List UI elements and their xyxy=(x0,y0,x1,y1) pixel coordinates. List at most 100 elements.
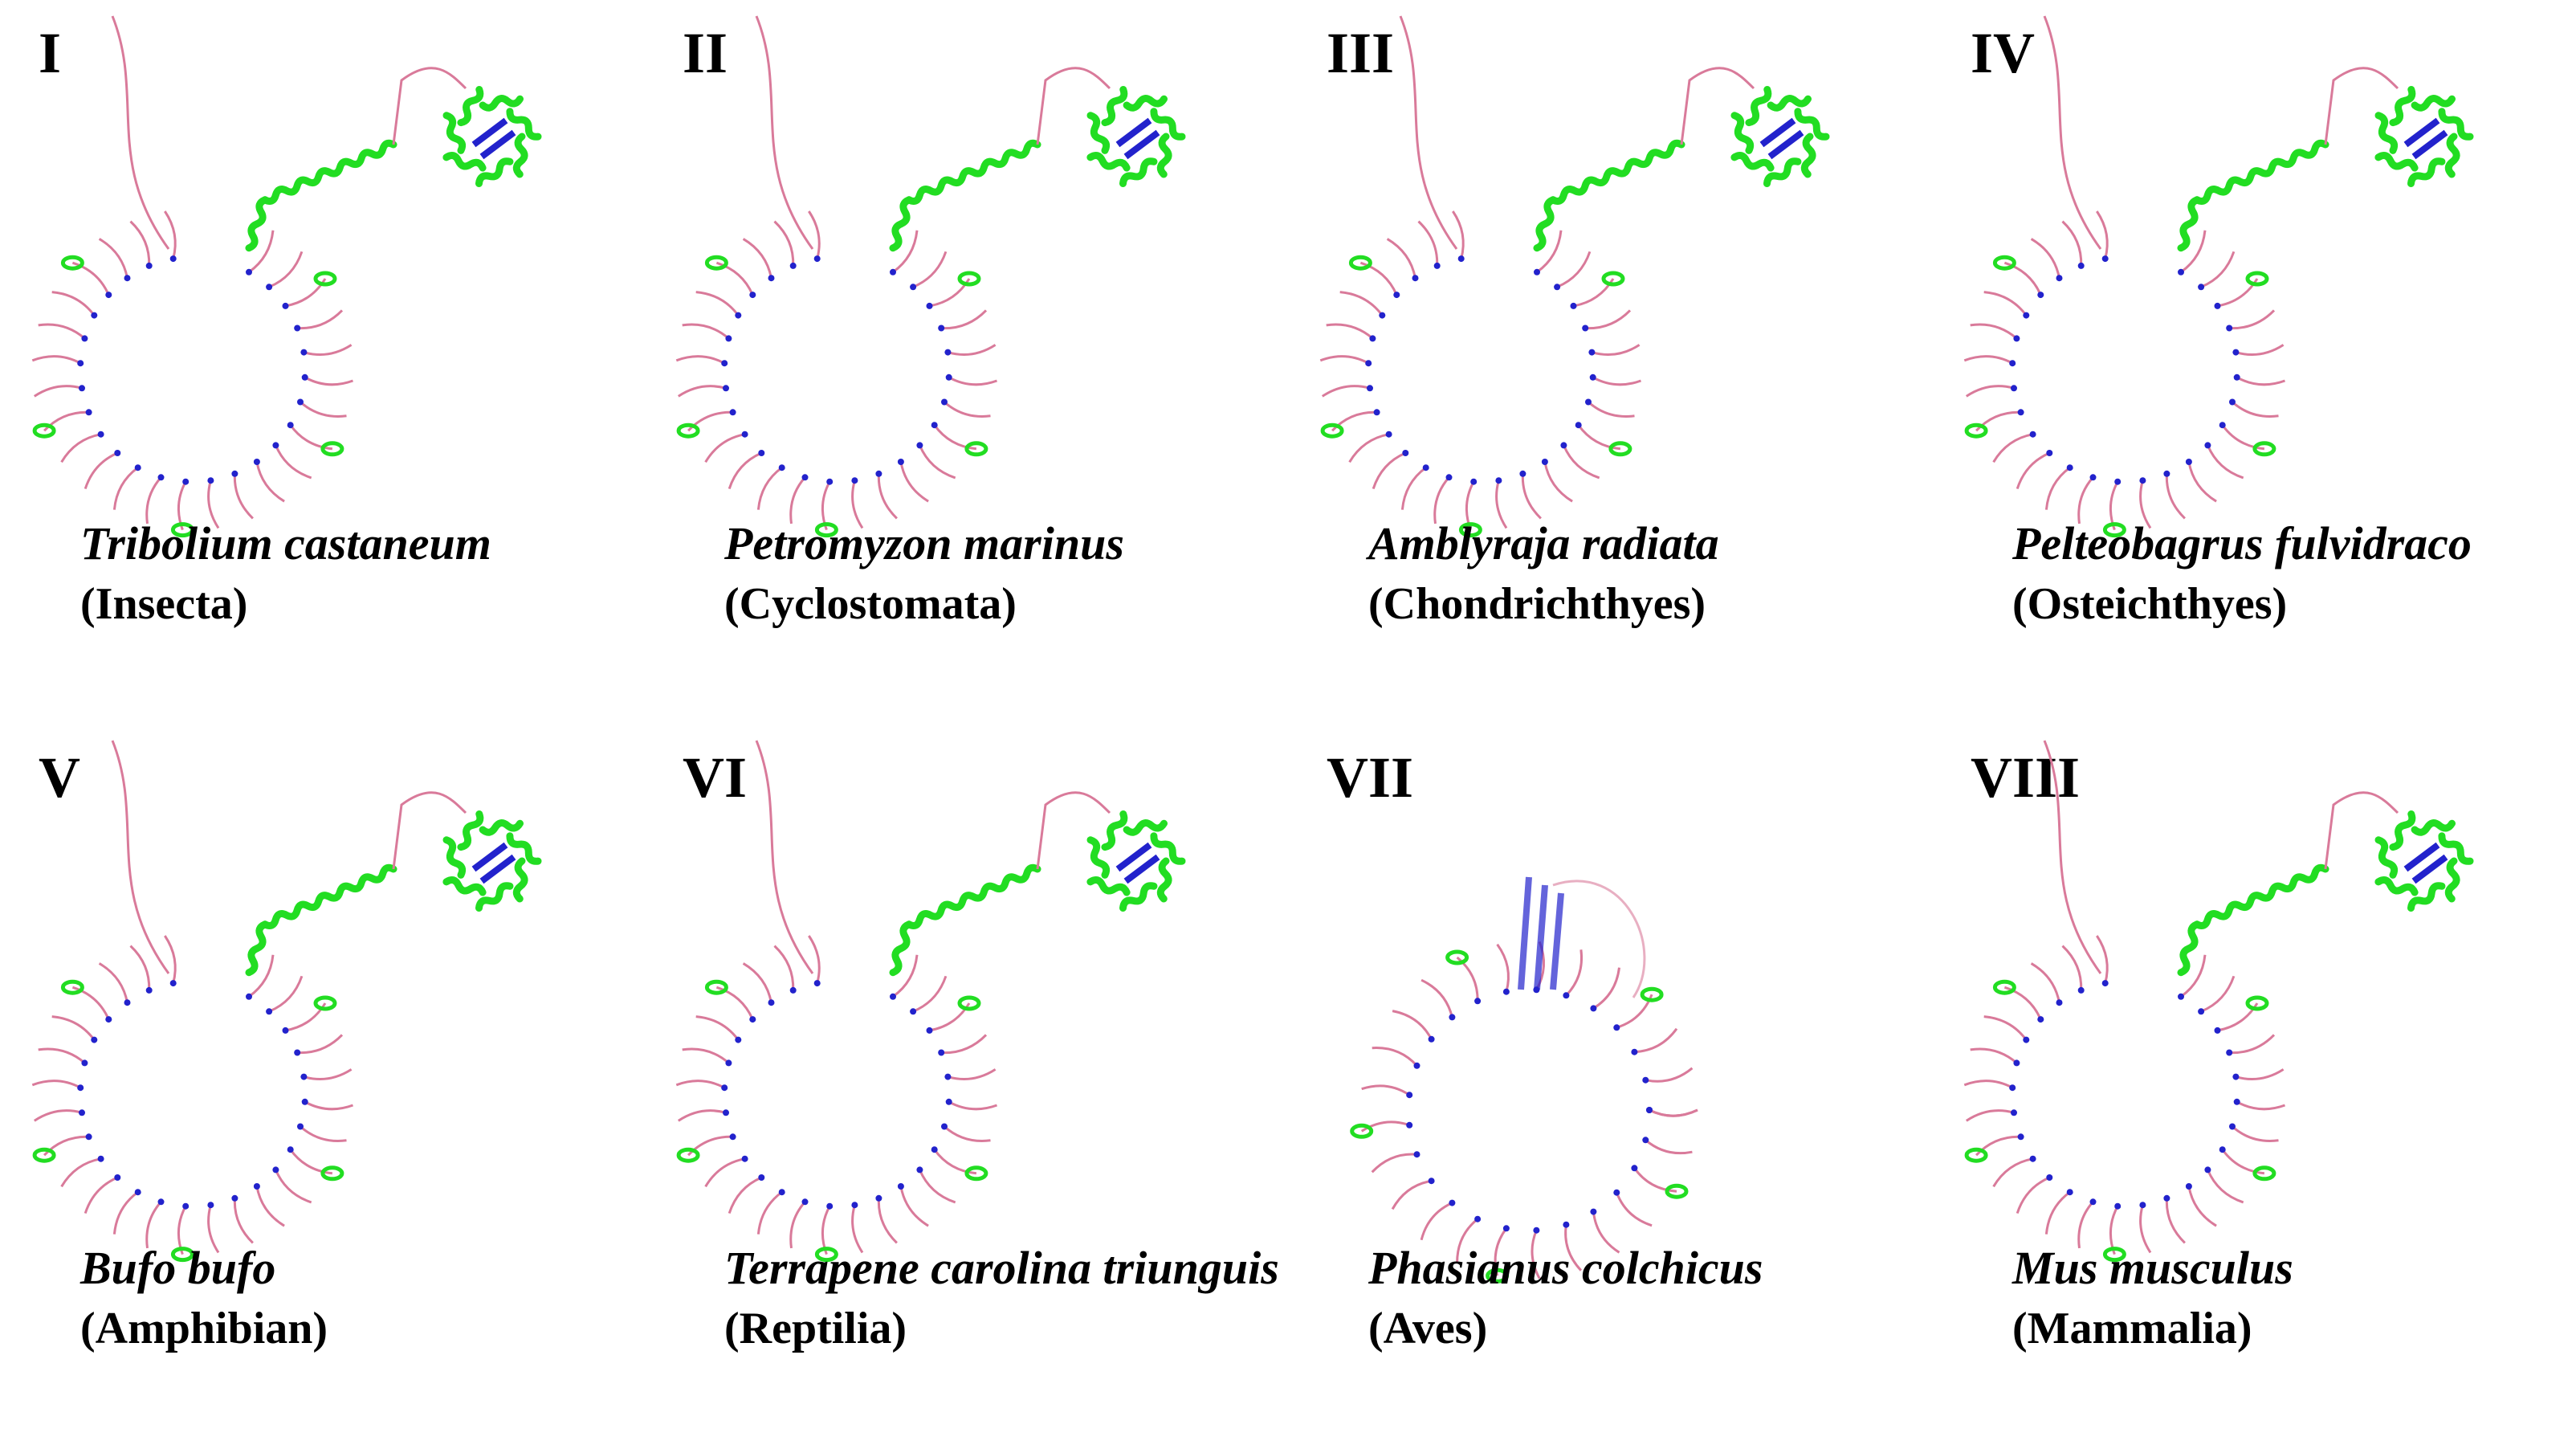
loop-repeat xyxy=(1372,451,1406,490)
beta-strand xyxy=(938,324,945,332)
loop-repeat xyxy=(300,401,347,418)
loop-repeat xyxy=(695,1015,740,1041)
ribbon-group xyxy=(31,15,542,538)
alpha-helix xyxy=(170,1247,194,1263)
beta-sheet xyxy=(2403,117,2448,160)
loop-repeat xyxy=(43,410,89,432)
alpha-helix xyxy=(676,422,700,439)
beta-strand xyxy=(1590,1208,1597,1215)
beta-strand xyxy=(2139,477,2146,484)
alpha-helix xyxy=(1123,95,1168,112)
beta-strand xyxy=(938,1049,945,1056)
loop-repeat xyxy=(948,376,998,386)
beta-strand xyxy=(2204,442,2211,449)
loop-repeat xyxy=(675,355,725,365)
loop-repeat xyxy=(145,1201,162,1249)
alpha-helix xyxy=(60,979,84,995)
beta-strand xyxy=(1422,464,1429,471)
loop-repeat xyxy=(2232,1125,2279,1142)
loop-repeat xyxy=(2016,1176,2050,1214)
loop-repeat xyxy=(1339,291,1384,316)
loop-repeat xyxy=(51,1015,96,1041)
loop-repeat xyxy=(742,238,772,279)
linker-loop xyxy=(2324,791,2399,870)
protein-structure-model xyxy=(31,15,542,538)
loop-repeat xyxy=(808,210,821,259)
beta-strand xyxy=(272,442,279,449)
alpha-helix xyxy=(457,86,484,127)
panel-numeral: IV xyxy=(1971,21,2036,85)
loop-repeat xyxy=(899,1186,929,1227)
beta-strand xyxy=(1590,1005,1597,1012)
beta-strand xyxy=(729,1133,736,1141)
alpha-helix xyxy=(676,1147,700,1163)
beta-strand xyxy=(2046,450,2053,456)
beta-strand xyxy=(97,431,104,438)
taxonomic-group: (Reptilia) xyxy=(724,1304,907,1353)
loop-repeat xyxy=(33,385,83,398)
beta-strand xyxy=(2077,986,2085,994)
loop-repeat xyxy=(912,975,948,1013)
species-name: Mus musculus xyxy=(2012,1242,2293,1294)
beta-strand xyxy=(2139,1202,2146,1209)
beta-strand xyxy=(246,993,252,1000)
alpha-helix xyxy=(170,522,194,538)
alpha-helix xyxy=(313,271,337,287)
beta-strand xyxy=(1563,992,1570,999)
loop-repeat xyxy=(2235,344,2285,356)
beta-strand xyxy=(789,986,797,994)
beta-strand xyxy=(1367,385,1373,392)
alpha-helix xyxy=(1745,86,1772,127)
beta-strand xyxy=(77,360,84,367)
loop-repeat xyxy=(60,433,101,463)
beta-strand xyxy=(2163,1194,2170,1202)
loop-repeat xyxy=(275,444,312,480)
loop-repeat xyxy=(2044,1190,2071,1235)
alpha-helix xyxy=(905,139,1041,205)
beta-strand xyxy=(2204,1166,2211,1173)
alpha-helix xyxy=(2374,112,2399,154)
beta-strand xyxy=(2229,1123,2236,1130)
beta-strand xyxy=(826,1202,834,1210)
n-terminal-tail xyxy=(755,740,814,974)
loop-repeat xyxy=(1645,1067,1694,1083)
loop-repeat xyxy=(1965,1109,2015,1122)
loop-repeat xyxy=(51,291,96,316)
beta-strand xyxy=(735,312,742,319)
loop-repeat xyxy=(1556,251,1592,288)
alpha-helix xyxy=(2444,133,2460,178)
loop-repeat xyxy=(268,975,304,1013)
beta-strand xyxy=(2219,1146,2226,1153)
loop-repeat xyxy=(2229,309,2276,330)
beta-strand xyxy=(2114,478,2122,485)
n-terminal-tail xyxy=(2043,740,2102,974)
beta-strand xyxy=(931,1146,938,1153)
loop-repeat xyxy=(789,1201,806,1249)
loop-repeat xyxy=(2030,238,2060,279)
loop-repeat xyxy=(715,986,754,1020)
alpha-helix xyxy=(1767,95,1812,112)
loop-repeat xyxy=(164,935,177,984)
loop-repeat xyxy=(2207,1169,2244,1204)
beta-strand xyxy=(169,980,177,987)
beta-strand xyxy=(813,255,821,263)
protein-structure-model xyxy=(675,740,1186,1263)
beta-strand xyxy=(801,1198,809,1206)
loop-repeat xyxy=(1360,1120,1410,1133)
species-name: Tribolium castaneum xyxy=(80,517,491,569)
loop-repeat xyxy=(789,476,806,524)
alpha-helix xyxy=(1086,876,1131,896)
beta-strand xyxy=(741,431,748,438)
beta-strand xyxy=(294,1049,301,1056)
beta-sheet xyxy=(471,117,516,160)
alpha-helix xyxy=(1730,152,1775,172)
loop-repeat xyxy=(248,230,275,274)
beta-strand xyxy=(944,1073,952,1080)
beta-strand xyxy=(287,1146,294,1153)
loop-repeat xyxy=(677,1109,727,1122)
beta-strand xyxy=(114,1174,121,1181)
beta-strand xyxy=(2163,470,2170,477)
alpha-helix xyxy=(1101,810,1128,851)
loop-repeat xyxy=(675,1080,725,1089)
ribbon-group xyxy=(675,15,1186,538)
